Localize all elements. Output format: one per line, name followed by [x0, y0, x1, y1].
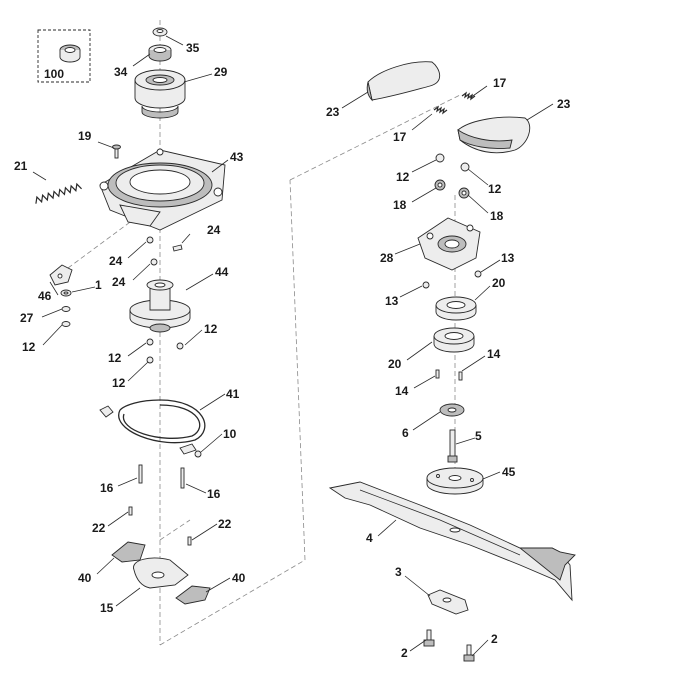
screws-13 — [422, 270, 482, 289]
callout-29: 29 — [214, 65, 228, 79]
callout-12-d: 12 — [112, 376, 126, 390]
washer-27 — [61, 306, 71, 312]
callout-43: 43 — [230, 150, 244, 164]
callout-5: 5 — [475, 429, 482, 443]
screw-19 — [112, 144, 121, 159]
nut-10 — [194, 450, 202, 458]
callout-40-b: 40 — [232, 571, 246, 585]
nuts-12 — [146, 338, 184, 364]
callout-35: 35 — [186, 41, 200, 55]
callout-14-b: 14 — [395, 384, 409, 398]
carrier-28 — [417, 217, 481, 271]
lever-15 — [133, 557, 189, 589]
callout-23-b: 23 — [557, 97, 571, 111]
callout-13-b: 13 — [385, 294, 399, 308]
springs-17 — [433, 91, 476, 115]
callout-labels: 100 35 34 29 19 43 21 24 24 24 44 46 1 2… — [14, 41, 571, 660]
callout-14-a: 14 — [487, 347, 501, 361]
callout-1: 1 — [95, 278, 102, 292]
cover-23-lower — [457, 116, 531, 154]
callout-27: 27 — [20, 311, 34, 325]
callout-4: 4 — [366, 531, 373, 545]
callout-41: 41 — [226, 387, 240, 401]
flange-43 — [99, 148, 226, 231]
callout-19: 19 — [78, 129, 92, 143]
callout-12-c: 12 — [108, 351, 122, 365]
screws-24 — [146, 236, 183, 266]
callout-100: 100 — [44, 67, 64, 81]
callout-2-a: 2 — [401, 646, 408, 660]
callout-23-a: 23 — [326, 105, 340, 119]
assembly-axes — [67, 20, 461, 646]
callout-17-b: 17 — [393, 130, 407, 144]
callout-34: 34 — [114, 65, 128, 79]
blade-4 — [328, 481, 576, 602]
callout-44: 44 — [215, 265, 229, 279]
callout-12-a: 12 — [22, 340, 36, 354]
cover-23-upper — [366, 61, 441, 102]
bearing-housing-29 — [134, 69, 186, 119]
spring-21 — [35, 182, 82, 204]
callout-22-a: 22 — [92, 521, 106, 535]
callout-13-a: 13 — [501, 251, 515, 265]
callout-18-b: 18 — [490, 209, 504, 223]
callout-24-b: 24 — [109, 254, 123, 268]
callout-24-c: 24 — [112, 275, 126, 289]
bolt-5 — [447, 429, 458, 463]
leader-lines — [32, 35, 554, 657]
callout-6: 6 — [402, 426, 409, 440]
brake-pads-40 — [111, 541, 211, 605]
washer-6 — [439, 403, 465, 417]
disk-45 — [426, 467, 484, 495]
callout-40-a: 40 — [78, 571, 92, 585]
cap-35 — [152, 27, 168, 37]
bearing-20-upper — [435, 296, 477, 321]
callout-20-b: 20 — [388, 357, 402, 371]
callout-10: 10 — [223, 427, 237, 441]
callout-20-a: 20 — [492, 276, 506, 290]
callout-45: 45 — [502, 465, 516, 479]
callout-46: 46 — [38, 289, 52, 303]
ring-34 — [148, 44, 172, 62]
callout-3: 3 — [395, 565, 402, 579]
callout-28: 28 — [380, 251, 394, 265]
callout-12-e: 12 — [396, 170, 410, 184]
hub-44 — [129, 279, 191, 333]
nut-12-left — [61, 321, 71, 327]
callout-2-b: 2 — [491, 632, 498, 646]
callout-21: 21 — [14, 159, 28, 173]
callout-15: 15 — [100, 601, 114, 615]
screws-14 — [435, 369, 463, 381]
washer-1 — [60, 289, 72, 297]
screws-22 — [128, 506, 192, 546]
callout-18-a: 18 — [393, 198, 407, 212]
bolts-2 — [423, 629, 475, 662]
callout-12-f: 12 — [488, 182, 502, 196]
bearing-20-lower — [433, 327, 475, 353]
callout-12-b: 12 — [204, 322, 218, 336]
brake-band-41 — [99, 399, 206, 455]
callout-16-a: 16 — [100, 481, 114, 495]
callout-16-b: 16 — [207, 487, 221, 501]
callout-17-a: 17 — [493, 76, 507, 90]
plate-3 — [427, 589, 469, 615]
callout-24-a: 24 — [207, 223, 221, 237]
nuts-18 — [434, 179, 470, 199]
nuts-12-right — [435, 153, 470, 172]
pins-16 — [138, 464, 185, 489]
callout-22-b: 22 — [218, 517, 232, 531]
kit-box-100 — [37, 29, 91, 83]
bracket-46 — [49, 264, 73, 286]
